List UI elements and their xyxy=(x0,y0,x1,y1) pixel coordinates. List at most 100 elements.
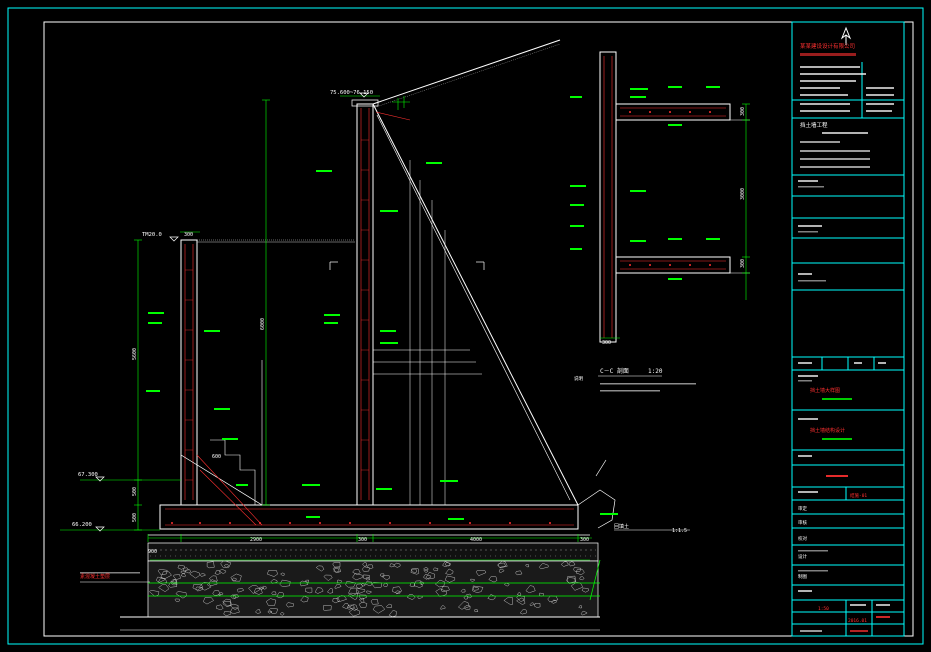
tb-row-3: 校对 xyxy=(798,535,807,542)
rubble-stone xyxy=(230,573,242,582)
rubble-stone xyxy=(265,598,277,606)
rubble-stone xyxy=(348,604,358,611)
rubble-stone xyxy=(267,610,273,614)
rubble-stone xyxy=(183,567,189,572)
rubble-stone xyxy=(395,590,401,595)
rubble-stone xyxy=(323,605,332,611)
rubble-stone xyxy=(231,577,237,581)
section-marks xyxy=(329,261,485,270)
rubble-stone xyxy=(232,594,240,599)
rubble-stone xyxy=(332,598,340,604)
rubble-stone xyxy=(348,608,361,617)
rubble-stone xyxy=(230,607,240,615)
rubble-stone xyxy=(323,574,333,581)
rubble-stone xyxy=(581,587,590,593)
rubble-stone xyxy=(223,611,232,617)
rubble-stone xyxy=(192,583,203,591)
rubble-stone xyxy=(207,579,218,587)
tb-row-5: 制图 xyxy=(798,573,807,580)
rubble-stone xyxy=(570,582,584,591)
rubble-stone xyxy=(488,575,498,583)
dim-right-height: 6000 xyxy=(260,318,266,330)
rubble-stone xyxy=(362,562,368,567)
rubble-stone xyxy=(348,587,360,596)
rubble-stone xyxy=(445,568,454,576)
cc-dim-bot: 300 xyxy=(740,259,746,268)
left-wall xyxy=(180,239,355,526)
rubble-stone xyxy=(209,575,218,582)
rubble-stone xyxy=(370,599,379,605)
rubble-stone xyxy=(519,608,527,615)
right-wall xyxy=(351,39,579,506)
dim-base-left: 900 xyxy=(148,549,157,555)
rubble-stone xyxy=(525,585,536,594)
tb-drawing-title-2: 挡土墙结构设计 xyxy=(810,427,845,434)
section-cc-detail: 300 3000 300 300 C－C 剖面 1:20 说明 xyxy=(570,51,750,392)
rubble-stone xyxy=(472,585,484,593)
dim-base-right: 4000 xyxy=(470,537,482,543)
rubble-stone xyxy=(180,573,187,578)
rubble-stone xyxy=(248,585,261,594)
tb-date: 2016.01 xyxy=(848,618,867,624)
rubble-stone xyxy=(342,603,350,609)
ground-label: 回填土 xyxy=(614,523,629,530)
rubble-stone xyxy=(332,562,341,568)
foundation-label: 素混凝土垫层 xyxy=(80,573,110,580)
rubble-stone xyxy=(352,569,361,575)
rubble-stone xyxy=(346,604,355,610)
rubble-stone xyxy=(285,602,294,608)
rubble-stone xyxy=(333,568,340,573)
rubble-stone xyxy=(255,609,261,614)
rubble-stone xyxy=(299,580,309,587)
dim-base-end: 300 xyxy=(580,537,589,543)
rubble-stone xyxy=(560,561,569,567)
sheet-border-outer xyxy=(7,7,924,645)
dim-step: 600 xyxy=(212,454,221,460)
rubble-stone xyxy=(334,583,342,589)
cc-dim-height: 3000 xyxy=(740,188,746,200)
rubble-stone xyxy=(158,584,170,593)
tb-sheet-code: 结施-01 xyxy=(850,492,867,499)
rubble-stone xyxy=(538,562,549,570)
rubble-stone xyxy=(236,588,245,593)
rubble-stone xyxy=(266,570,278,577)
rubble-stone xyxy=(352,573,363,581)
rubble-stone xyxy=(358,601,368,608)
rubble-stone xyxy=(423,567,429,571)
rubble-stone xyxy=(573,567,582,572)
rubble-stone xyxy=(361,566,370,572)
dim-left-thk: 300 xyxy=(184,232,193,238)
rubble-stone xyxy=(280,572,285,576)
rubble-stone xyxy=(578,605,583,609)
rubble-stone xyxy=(363,574,370,580)
rubble-stone xyxy=(218,591,224,596)
rubble-stone xyxy=(534,603,541,608)
elev-left-mid: 67.300 xyxy=(78,472,98,478)
rubble-stone xyxy=(410,568,420,575)
dim-left-height: 5600 xyxy=(132,348,138,360)
rubble-stone xyxy=(199,582,212,591)
rubble-stone xyxy=(279,579,291,587)
rubble-stone xyxy=(327,588,334,594)
rubble-stone xyxy=(440,586,450,593)
dimension-lines xyxy=(60,95,592,561)
rubble-stone xyxy=(206,561,215,569)
tb-scale: 1:50 xyxy=(818,606,829,612)
rubble-stone xyxy=(360,583,366,587)
rubble-stone xyxy=(372,605,386,614)
sheet-border-inner xyxy=(43,21,914,637)
slope-label: 1:1.5 xyxy=(672,528,687,534)
rubble-stone xyxy=(216,604,224,611)
tb-company: 某某建设设计有限公司 xyxy=(800,42,855,50)
dim-left-low: 500 xyxy=(132,513,138,522)
rubble-stone xyxy=(434,579,445,588)
rubble-stone xyxy=(355,588,366,595)
rubble-stone xyxy=(177,564,185,570)
tb-drawing-title: 挡土墙大样图 xyxy=(810,387,840,394)
title-block: 某某建设设计有限公司 挡土墙工程 挡土墙大样图 挡土墙结构设计 xyxy=(791,21,905,637)
rubble-stone xyxy=(503,582,510,587)
rubble-stone xyxy=(410,568,418,574)
rubble-stone xyxy=(475,570,487,577)
rubble-stone xyxy=(304,587,313,594)
